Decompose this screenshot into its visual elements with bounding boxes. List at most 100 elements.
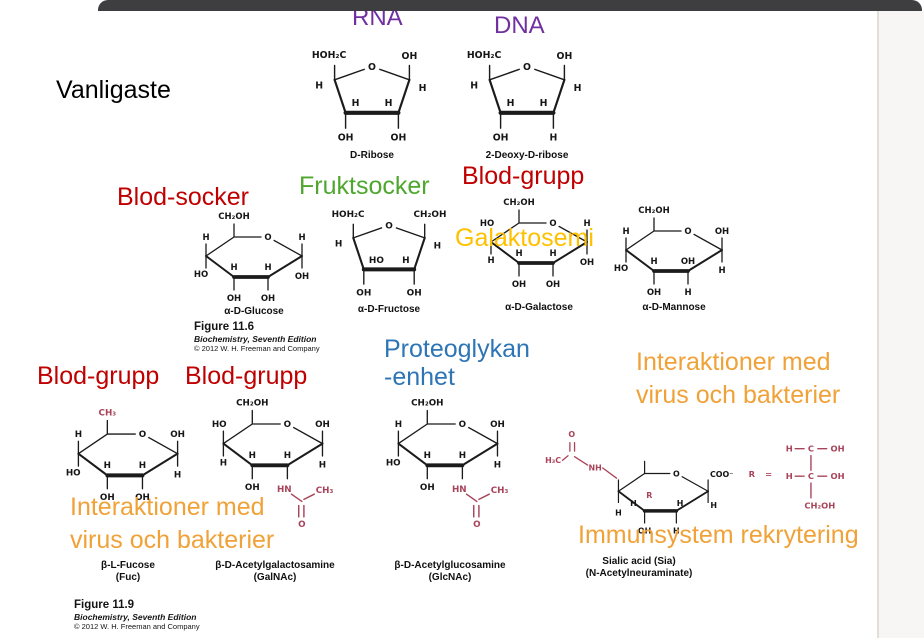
atom-label: O [473,520,481,530]
atom-label: H [264,263,271,273]
atom-label: O [459,420,467,430]
sialic-acid-caption: Sialic acid (Sia) (N-Acetylneuraminate) [585,556,693,579]
atom-label: O [568,430,575,439]
atom-label: O [284,420,292,430]
atom-label: HOH₂C [332,210,365,220]
atom-label: OH [356,289,371,299]
figure-credit-11-9: Figure 11.9 Biochemistry, Seventh Editio… [74,598,200,631]
atom-label: H [622,227,629,237]
figure-credit-copyright: © 2012 W. H. Freeman and Company [74,622,200,631]
atom-label: H [549,249,556,259]
atom-label: CH₂OH [638,206,669,216]
atom-label: OH [490,420,505,430]
atom-label: H [139,461,146,471]
atom-label: OH [227,294,241,304]
galnac-caption: β-D-Acetylgalactosamine (GalNAc) [215,560,335,583]
atom-label: OH [830,471,844,481]
fructose-caption: α-D-Fructose [357,304,421,315]
figure-credit-title: Figure 11.6 [194,321,255,333]
atom-label: H [786,471,793,481]
atom-label: H [104,461,111,471]
atom-label: OH [493,132,509,143]
atom-label: OH [338,132,354,143]
atom-label: H [540,98,548,109]
mannose-caption: α-D-Mannose [642,302,706,313]
figure-credit-11-6: Figure 11.6 Biochemistry, Seventh Editio… [194,320,320,353]
atom-label: O [264,233,271,243]
figure-credit-copyright: © 2012 W. H. Freeman and Company [194,344,320,353]
atom-label: OH [315,420,330,430]
atom-label: CH₂OH [804,501,835,511]
atom-label: H [710,501,717,510]
r-group-bonds [794,447,828,499]
atom-label: H [352,98,360,109]
atom-label: OH [261,294,275,304]
atom-label: OH [546,280,560,290]
atom-label: O [523,62,531,73]
atom-label: COO⁻ [710,470,733,479]
atom-label: H [202,233,209,243]
annotation-immunsystem: Immunsystem rekrytering [578,521,859,549]
atom-label: H [319,460,326,470]
atom-label: CH₃ [491,486,509,496]
atom-label: H [298,233,305,243]
atom-label: H [402,256,409,266]
atom-label: H [470,81,478,92]
atom-label: H [315,81,323,92]
atom-label: O [549,219,556,229]
atom-label: CH₂OH [503,198,534,208]
atom-label: H [459,451,466,461]
annotation-interaktioner-left-line1: Interaktioner med [70,493,265,521]
atom-label: OH [420,483,435,493]
atom-label: OH [402,51,418,62]
window-chrome-bar [98,0,922,11]
atom-label: HO [614,264,628,274]
atom-label: OH [295,272,309,282]
atom-label: H [174,470,181,480]
annotation-galaktosemi: Galaktosemi [455,224,594,252]
fucose-caption: β-L-Fucose (Fuc) [101,560,155,583]
figure-credit-book: Biochemistry, Seventh Edition [194,334,317,344]
atom-label: CH₃ [316,486,334,496]
atom-label: HO [480,219,494,229]
atom-label: OH [647,288,661,298]
atom-label: H [494,460,501,470]
atom-label: H [424,451,431,461]
atom-label: H [650,257,657,267]
galactose-caption: α-D-Galactose [505,302,573,313]
atom-label: HOH₂C [467,50,502,61]
atom-label: O [298,520,306,530]
annotation-interaktioner-left-line2: virus och bakterier [70,526,275,554]
atom-label: H [335,239,342,249]
d-ribose-caption: D-Ribose [350,150,394,161]
atom-label: H [684,288,691,298]
annotation-interaktioner-right-line1: Interaktioner med [636,348,831,376]
atom-label: H [284,451,291,461]
glcnac-caption: β-D-Acetylglucosamine (GlcNAc) [394,560,506,583]
atom-label: CH₂OH [218,212,249,222]
atom-label: H [515,249,522,259]
atom-label: H [786,444,793,454]
atom-label: H [419,83,427,94]
atom-label: HO [386,458,401,468]
atom-label: C [808,471,814,481]
atom-label: HO [212,420,227,430]
atom-label: H [677,499,684,508]
annotation-blod-socker: Blod-socker [117,183,249,211]
atom-label: O [673,469,680,478]
atom-label: OH [512,280,526,290]
